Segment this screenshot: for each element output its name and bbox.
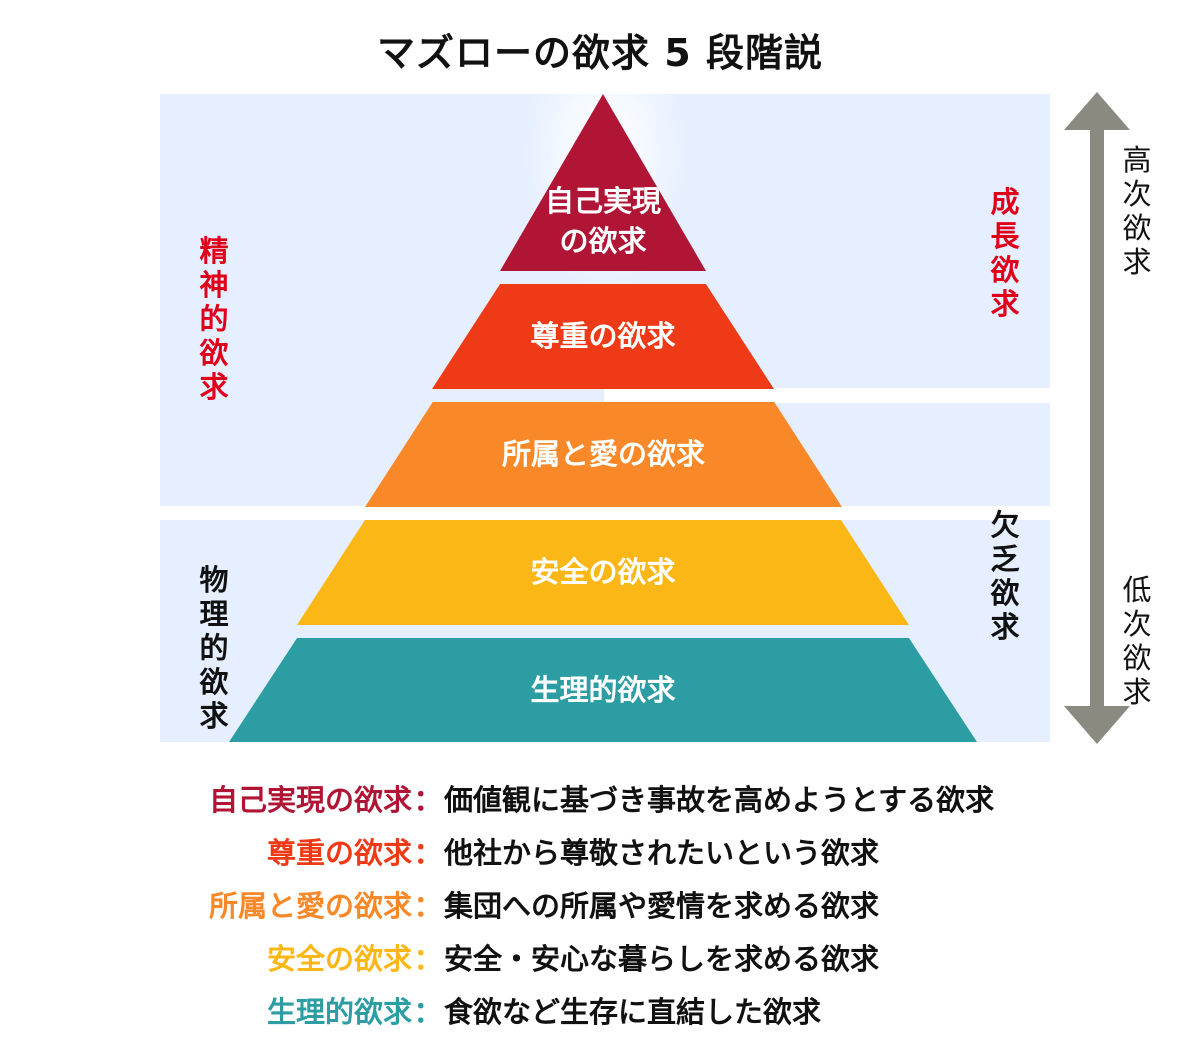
legend-description: 価値観に基づき事故を高めようとする欲求 [444, 782, 995, 817]
higher-needs-label: 高次欲求 [1122, 143, 1152, 279]
legend-row-self-actualization: 自己実現の欲求 ： 価値観に基づき事故を高めようとする欲求 [140, 771, 1140, 824]
legend-description: 安全・安心な暮らしを求める欲求 [444, 941, 880, 976]
legend-row-physiological: 生理的欲求 ： 食欲など生存に直結した欲求 [140, 983, 1140, 1036]
tier-belonging-label: 所属と愛の欲求 [501, 437, 705, 472]
legend-separator: ： [413, 994, 443, 1029]
growth-needs-label: 成長欲求 [990, 185, 1020, 321]
tier-physiological-label: 生理的欲求 [530, 672, 676, 707]
legend: 自己実現の欲求 ： 価値観に基づき事故を高めようとする欲求 尊重の欲求 ： 他社… [140, 771, 1140, 1036]
legend-name: 所属と愛の欲求 [208, 888, 412, 923]
mental-needs-label: 精神的欲求 [199, 234, 229, 404]
tier-safety: 安全の欲求 [297, 520, 909, 625]
legend-name: 生理的欲求 [266, 994, 412, 1029]
legend-separator: ： [413, 888, 443, 923]
legend-name: 自己実現の欲求 [208, 782, 412, 817]
legend-description: 食欲など生存に直結した欲求 [444, 994, 822, 1029]
double-arrow-icon [1064, 92, 1130, 744]
diagram-title: マズローの欲求 5 段階説 [377, 31, 823, 75]
legend-row-belonging: 所属と愛の欲求 ： 集団への所属や愛情を求める欲求 [140, 877, 1140, 930]
tier-belonging: 所属と愛の欲求 [365, 402, 842, 507]
tier-physiological: 生理的欲求 [229, 638, 977, 742]
tier-esteem: 尊重の欲求 [432, 284, 774, 389]
physical-needs-label: 物理的欲求 [199, 563, 229, 733]
tier-esteem-label: 尊重の欲求 [530, 319, 676, 354]
legend-description: 集団への所属や愛情を求める欲求 [444, 888, 880, 923]
legend-row-safety: 安全の欲求 ： 安全・安心な暮らしを求める欲求 [140, 930, 1140, 983]
legend-separator: ： [413, 941, 443, 976]
arrow-down-head [1064, 706, 1130, 744]
arrow-shaft [1090, 128, 1104, 708]
legend-row-esteem: 尊重の欲求 ： 他社から尊敬されたいという欲求 [140, 824, 1140, 877]
deficit-needs-label: 欠乏欲求 [990, 508, 1020, 644]
tier-safety-label: 安全の欲求 [530, 555, 676, 590]
legend-name: 尊重の欲求 [266, 835, 412, 870]
legend-separator: ： [413, 782, 443, 817]
arrow-up-head [1064, 92, 1130, 130]
tier-self-actualization-label-line2: の欲求 [559, 223, 647, 258]
tier-self-actualization-label-line1: 自己実現 [544, 183, 661, 218]
legend-separator: ： [413, 835, 443, 870]
lower-needs-label: 低次欲求 [1122, 573, 1152, 709]
legend-description: 他社から尊敬されたいという欲求 [444, 835, 880, 870]
legend-name: 安全の欲求 [266, 941, 412, 976]
